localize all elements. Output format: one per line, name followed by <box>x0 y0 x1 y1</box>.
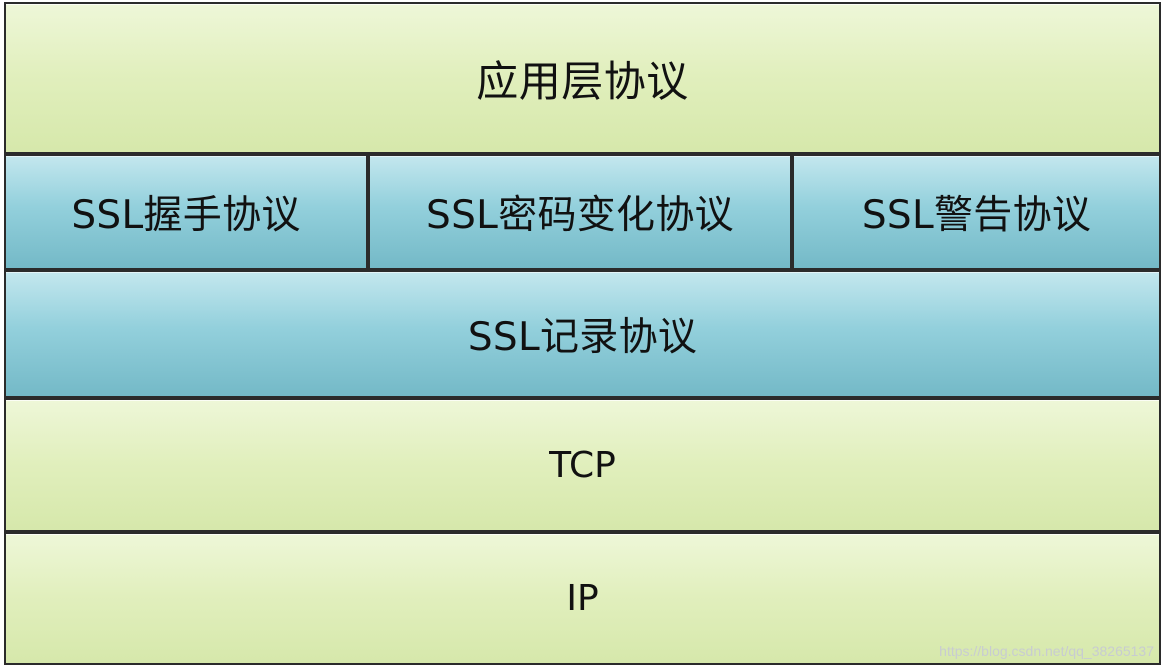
ssl-alert-box: SSL警告协议 <box>792 154 1161 270</box>
tcp-layer-label: TCP <box>549 444 616 486</box>
tcp-layer-box: TCP <box>4 398 1161 532</box>
application-layer-box: 应用层协议 <box>4 2 1161 154</box>
ssl-record-label: SSL记录协议 <box>467 315 698 360</box>
application-layer-label: 应用层协议 <box>476 56 689 106</box>
watermark-text: https://blog.csdn.net/qq_38265137 <box>939 643 1154 659</box>
ssl-change-cipher-box: SSL密码变化协议 <box>368 154 792 270</box>
ssl-change-cipher-label: SSL密码变化协议 <box>426 193 734 238</box>
ssl-record-box: SSL记录协议 <box>4 270 1161 398</box>
ip-layer-label: IP <box>566 578 599 619</box>
ip-layer-box: IP <box>4 532 1161 665</box>
ssl-handshake-label: SSL握手协议 <box>71 193 301 238</box>
ssl-handshake-box: SSL握手协议 <box>4 154 368 270</box>
ssl-alert-label: SSL警告协议 <box>861 193 1092 238</box>
